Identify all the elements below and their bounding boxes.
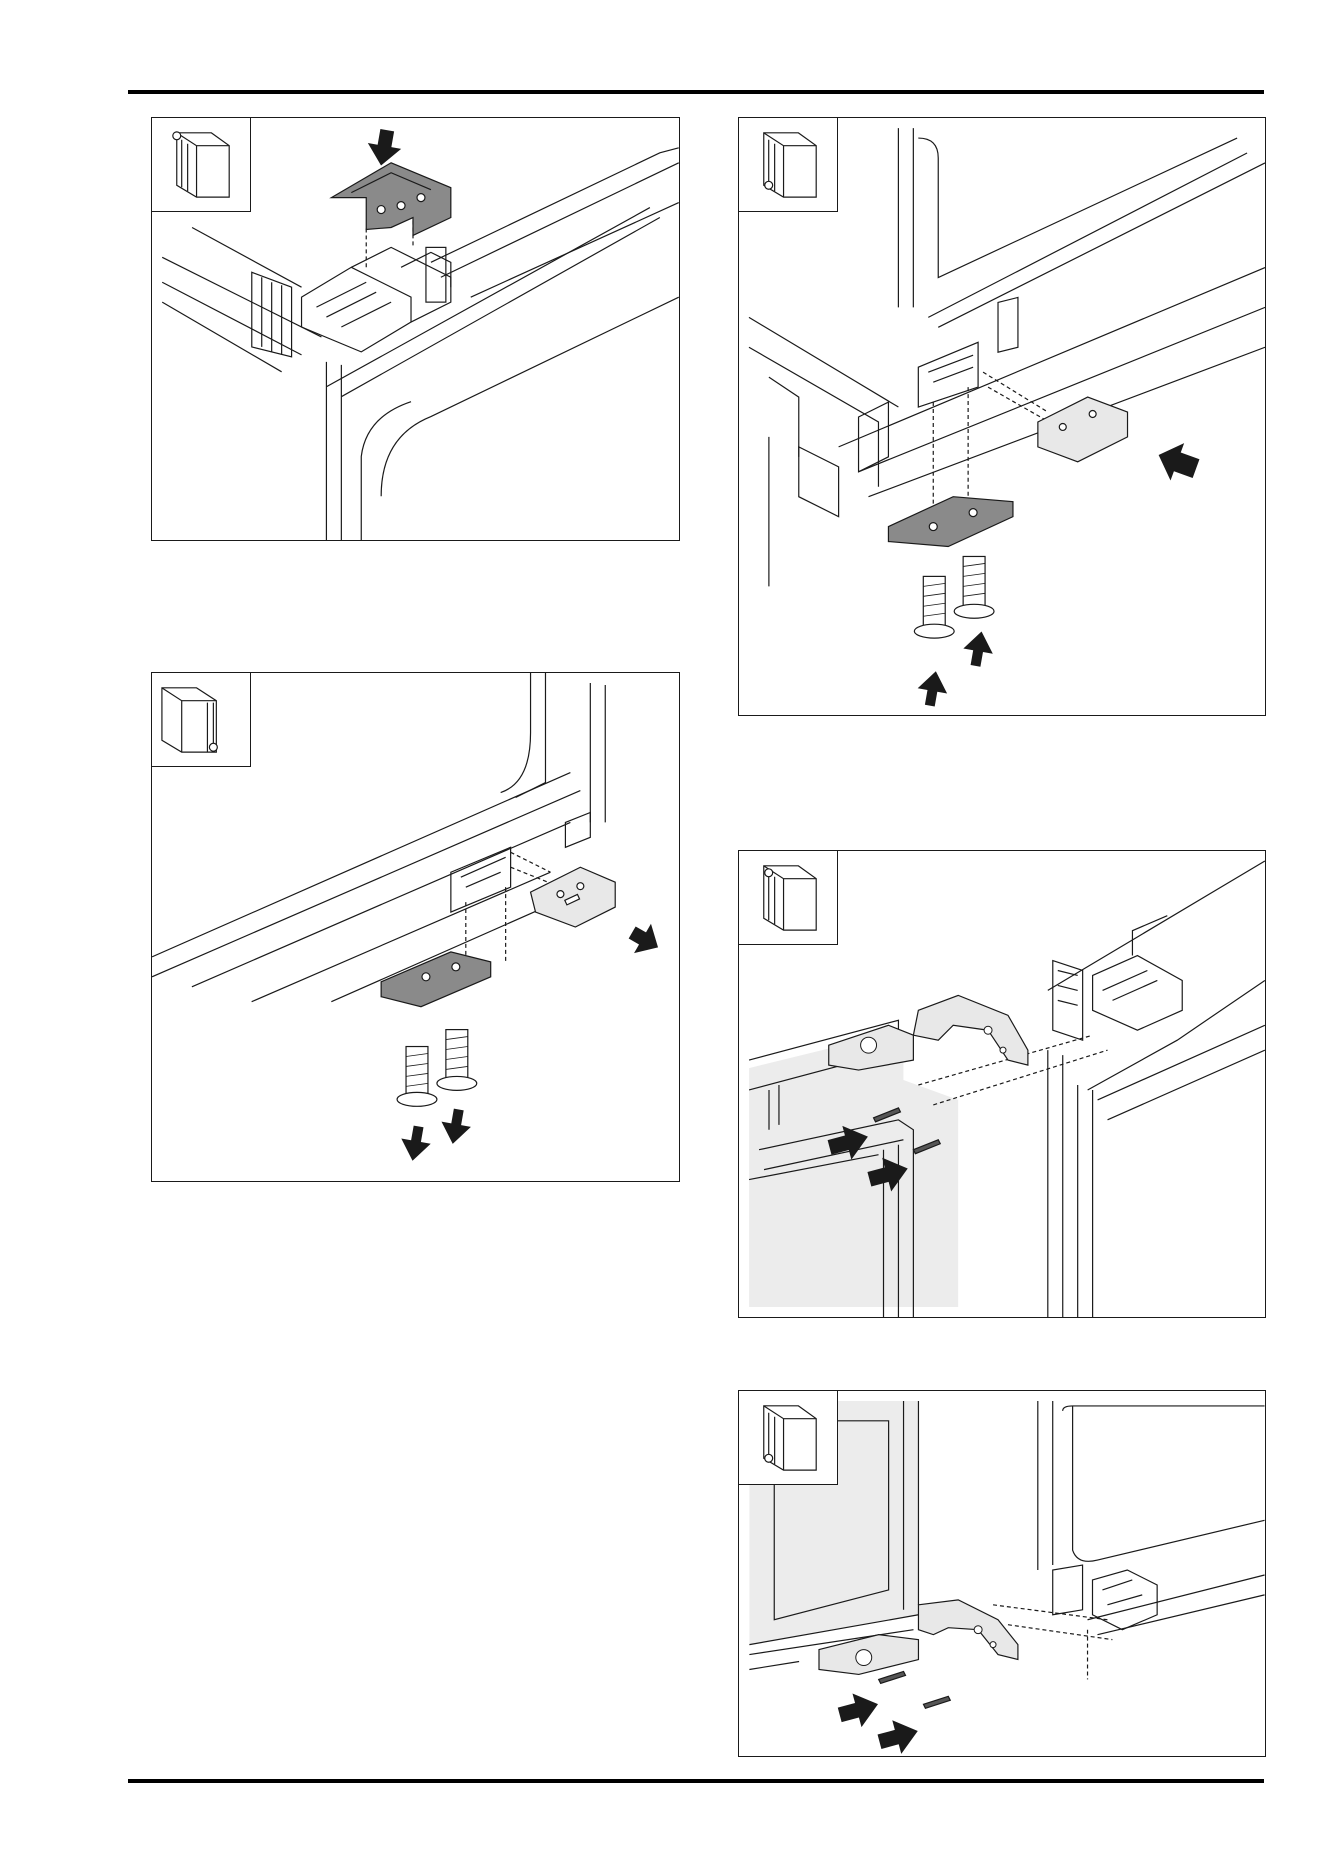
figure-lower-door-hinge-install: [738, 1390, 1266, 1757]
cabinet-bottom-right-corner-icon: [152, 673, 251, 767]
figure-hinge-plate-removal: [151, 672, 680, 1182]
cabinet-bottom-left-corner-icon: [739, 1391, 838, 1485]
header-rule: [128, 90, 1264, 94]
figure-upper-door-hinge-install: [738, 850, 1266, 1318]
figure-hinge-plate-install: [738, 117, 1266, 716]
footer-rule: [128, 1779, 1264, 1783]
cabinet-top-left-corner-icon: [739, 851, 838, 945]
figure-hinge-cover-install: [151, 117, 680, 541]
cabinet-bottom-left-corner-icon: [739, 118, 838, 212]
cabinet-top-left-corner-icon: [152, 118, 251, 212]
